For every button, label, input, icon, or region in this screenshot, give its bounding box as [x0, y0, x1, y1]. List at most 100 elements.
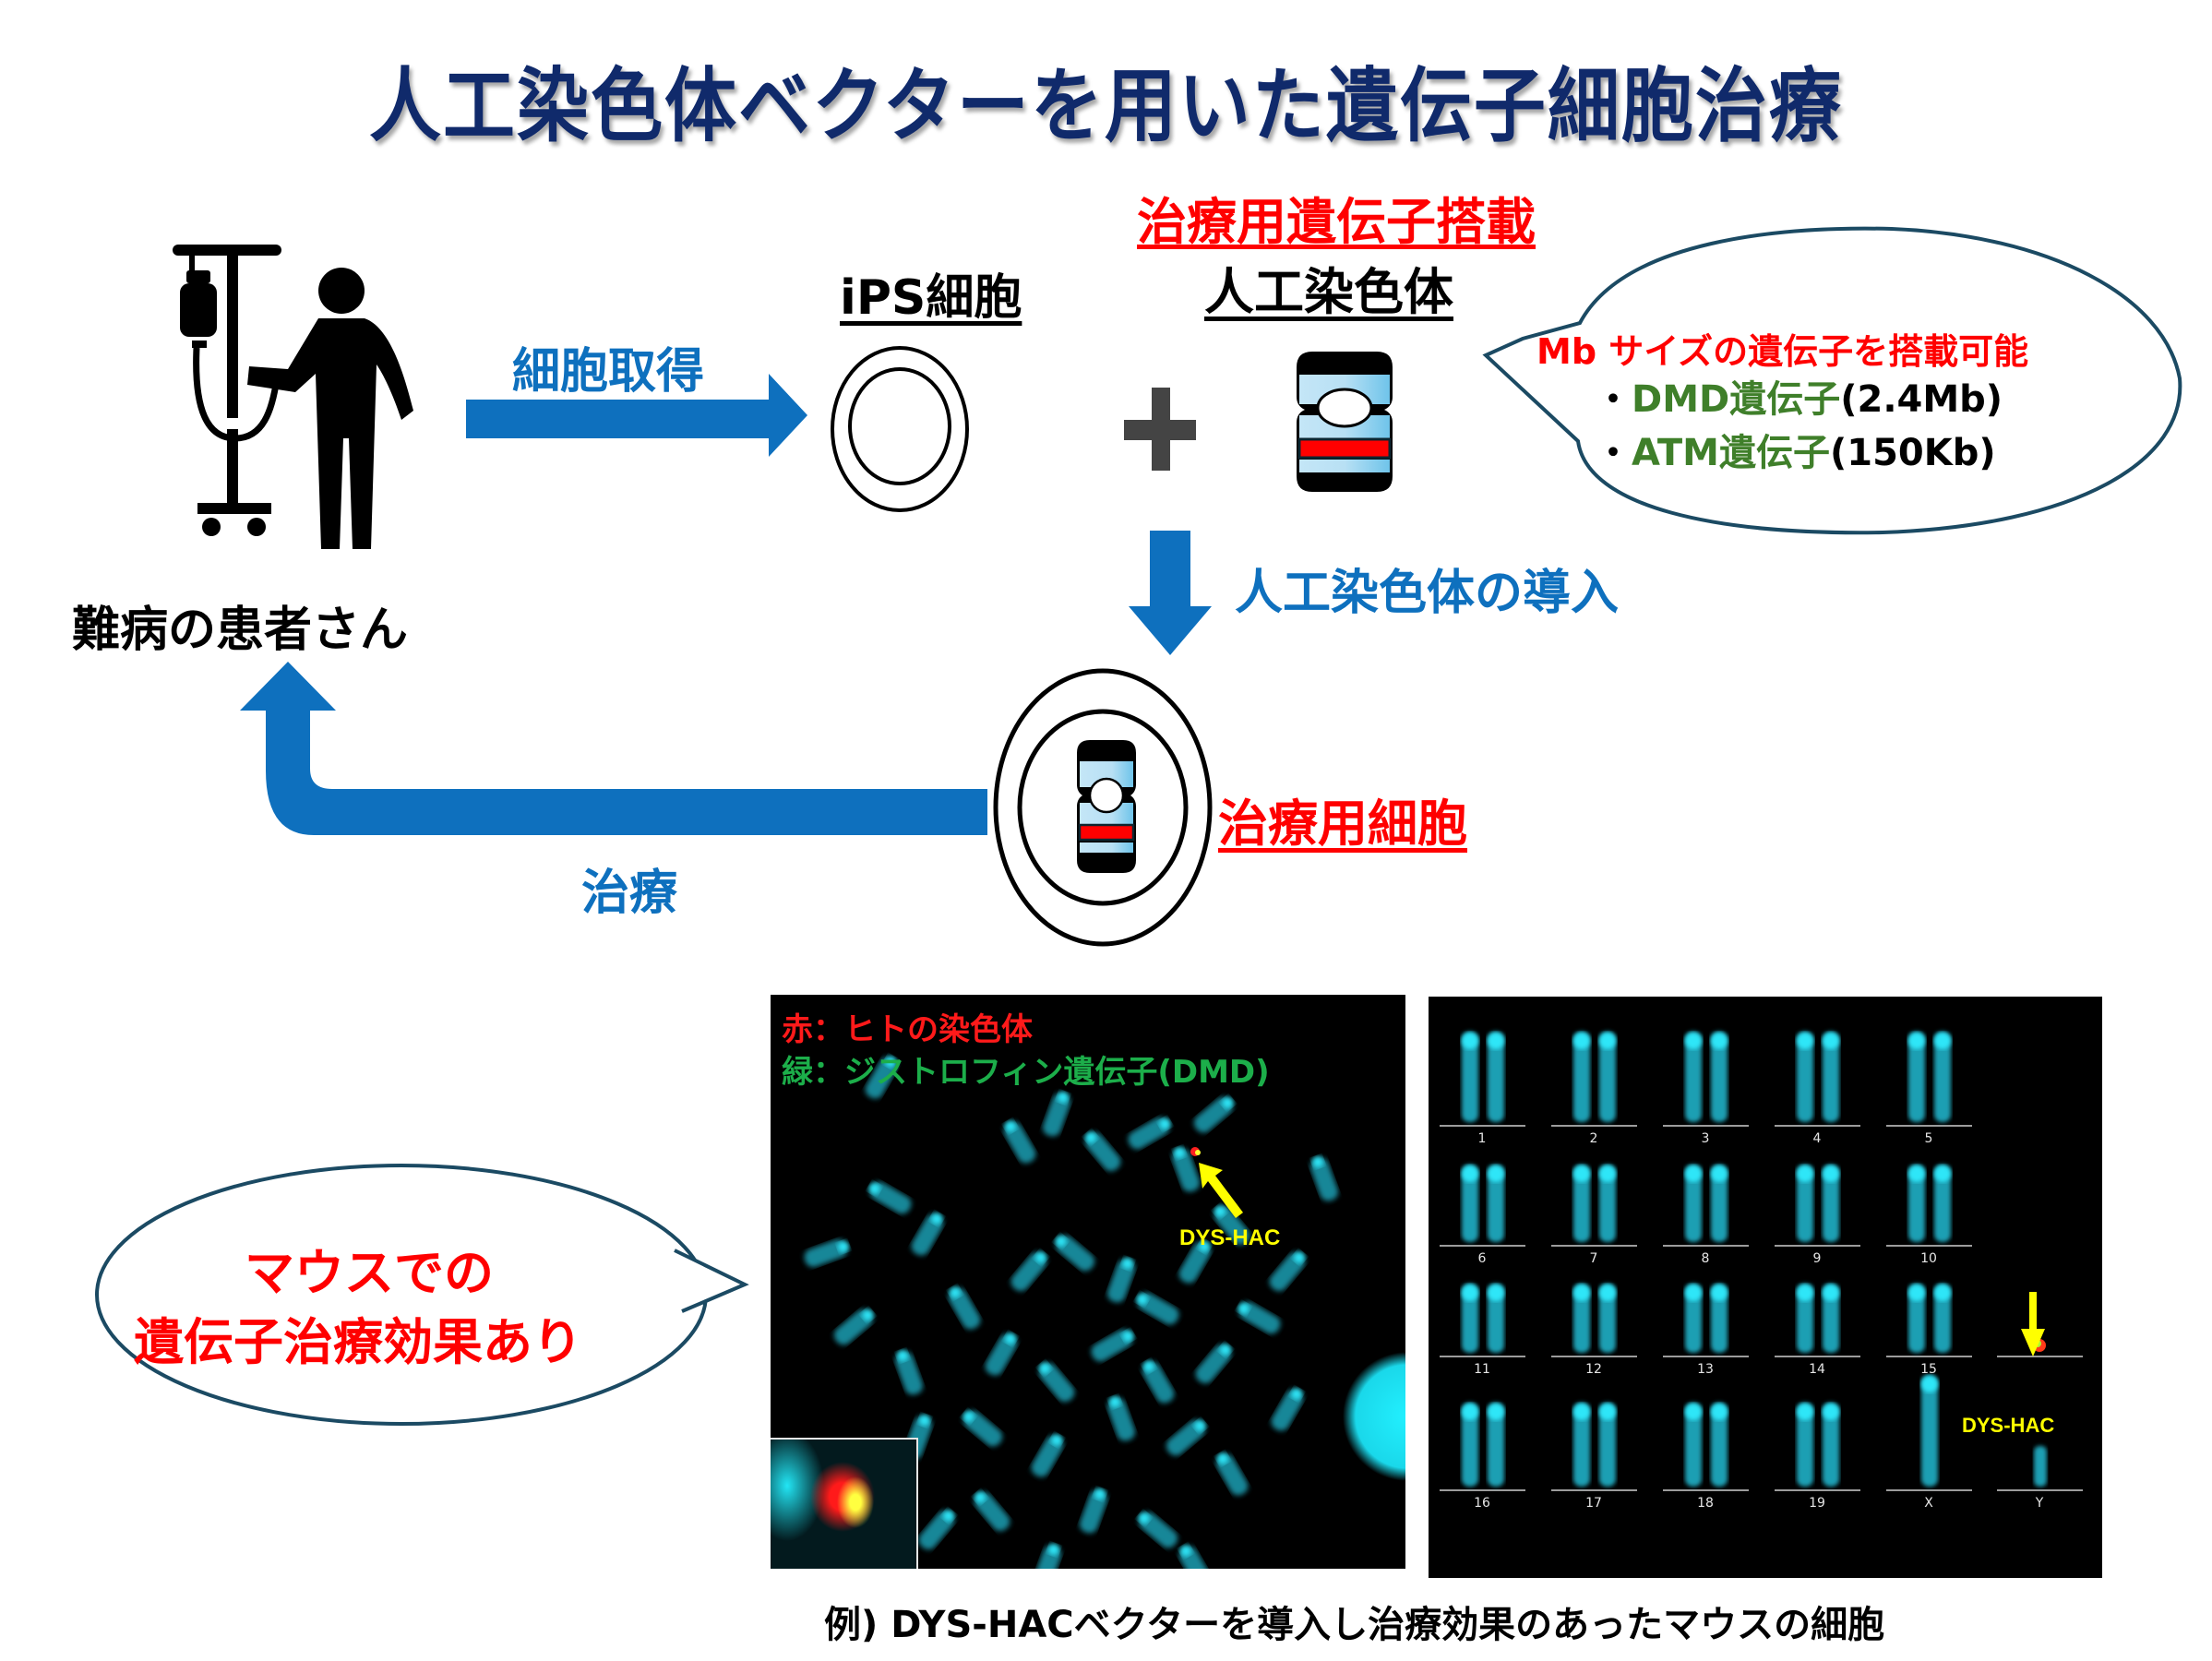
metaphase-chromosome	[985, 1332, 1018, 1376]
karyotype-number: 9	[1812, 1251, 1822, 1266]
acquire-label: 細胞取得	[512, 344, 705, 400]
karyotype-number: 5	[1924, 1131, 1933, 1146]
metaphase-chromosome	[1238, 1301, 1281, 1334]
plus-icon	[1124, 388, 1207, 475]
therapy-cell-icon	[987, 664, 1218, 950]
artificial-chromosome-icon	[1292, 349, 1398, 496]
ips-cell-label: iPS細胞	[840, 270, 1022, 326]
karyotype-number: 8	[1701, 1251, 1710, 1266]
metaphase-chromosome	[1138, 1512, 1178, 1548]
metaphase-chromosome	[974, 1491, 1010, 1532]
chromosome-pair	[1797, 1403, 1839, 1487]
chromosome-pair	[1797, 1284, 1839, 1353]
karyotype-number: 1	[1477, 1131, 1487, 1146]
metaphase-chromosome	[804, 1238, 849, 1268]
metaphase-chromosome	[1136, 1292, 1179, 1325]
dys-hac-signal	[1190, 1147, 1201, 1156]
karyotype-number: 19	[1809, 1496, 1825, 1511]
bullet: ・	[1595, 378, 1632, 421]
introduce-arrow-icon	[1124, 531, 1216, 660]
karyotype-number: 14	[1809, 1362, 1825, 1377]
metaphase-chromosome	[1271, 1388, 1304, 1431]
legend-red: 赤：ヒトの染色体	[782, 1011, 1033, 1048]
metaphase-chromosome	[1055, 1235, 1095, 1272]
metaphase-chromosome	[963, 1410, 1003, 1447]
chromosome-pair	[1921, 1375, 1938, 1487]
karyotype-number: X	[1924, 1496, 1933, 1511]
ips-cell-icon	[821, 337, 978, 521]
patient-iv-drip-icon	[138, 226, 452, 558]
metaphase-chromosome	[1128, 1117, 1171, 1150]
gene-size: (150Kb)	[1829, 432, 1996, 474]
karyotype-number: 15	[1920, 1362, 1937, 1377]
metaphase-chromosome	[1038, 1362, 1075, 1403]
mouse-effect-line1: マウスでの	[245, 1244, 494, 1302]
patient-label: 難病の患者さん	[72, 603, 409, 658]
chromosome-pair	[1685, 1032, 1728, 1122]
chromosome-pair	[1797, 1032, 1839, 1122]
chromosome-pair	[1685, 1165, 1728, 1242]
metaphase-chromosome	[1079, 1488, 1108, 1534]
acquire-arrow-icon	[466, 374, 817, 466]
metaphase-chromosome	[868, 1181, 912, 1214]
karyotype-number: 11	[1474, 1362, 1490, 1377]
karyotype-number: Y	[2035, 1496, 2044, 1511]
chromosome-pair	[1573, 1403, 1616, 1487]
dys-hac-label: DYS-HAC	[1179, 1225, 1281, 1250]
gene-name: ATM遺伝子	[1632, 432, 1830, 474]
metaphase-chromosome	[1142, 1360, 1175, 1404]
karyotype-number: 12	[1585, 1362, 1602, 1377]
capacity-speech-bubble	[1477, 221, 2206, 535]
chromosome-pair	[1797, 1165, 1839, 1242]
metaphase-chromosome	[1193, 1096, 1234, 1133]
karyotype-number: 7	[1589, 1251, 1598, 1266]
chromosome-pair	[1685, 1284, 1728, 1353]
karyotype-number: 2	[1589, 1131, 1598, 1146]
capacity-item-dmd: ・DMD遺伝子(2.4Mb)	[1595, 369, 2003, 423]
treatment-arrow-icon	[240, 660, 987, 844]
metaphase-chromosome	[1166, 1419, 1206, 1456]
chromosome-pair	[1462, 1165, 1504, 1242]
chromosome-pair	[1573, 1284, 1616, 1353]
chromosome-pair	[1573, 1032, 1616, 1122]
chromosome-pair	[1908, 1165, 1951, 1242]
metaphase-chromosome	[1106, 1396, 1136, 1441]
chromosome-pair	[1462, 1403, 1504, 1487]
karyotype-number: 18	[1697, 1496, 1714, 1511]
karyotype-number: 16	[1474, 1496, 1490, 1511]
therapy-cell-label: 治療用細胞	[1218, 795, 1467, 853]
chromosome-pair	[1685, 1403, 1728, 1487]
metaphase-chromosome	[1042, 1092, 1071, 1137]
metaphase-chromosome	[1010, 1251, 1047, 1292]
metaphase-chromosome	[918, 1510, 955, 1550]
metaphase-chromosome	[894, 1350, 924, 1395]
chromosome-pair	[1462, 1284, 1504, 1353]
mouse-effect-line2: 遺伝子治療効果あり	[134, 1313, 582, 1371]
metaphase-chromosome	[911, 1213, 944, 1256]
artificial-chromosome-label: 人工染色体	[1204, 263, 1453, 321]
karyotype-number: 4	[1812, 1131, 1822, 1146]
dys-hac-arrow-icon	[1195, 1159, 1250, 1224]
page-title: 人工染色体ベクターを用いた遺伝子細胞治療	[369, 60, 1843, 154]
chromosome-pair	[1908, 1032, 1951, 1122]
mouse-effect-speech-bubble	[88, 1158, 752, 1435]
karyotype-number: 3	[1701, 1131, 1710, 1146]
metaphase-chromosome	[1178, 1545, 1212, 1569]
treatment-label: 治療	[581, 866, 678, 921]
capacity-item-atm: ・ATM遺伝子(150Kb)	[1595, 423, 1996, 476]
karyotype-number: 10	[1920, 1251, 1937, 1266]
figure-caption: 例) DYS-HACベクターを導入し治療効果のあったマウスの細胞	[824, 1604, 1885, 1646]
gene-size: (2.4Mb)	[1840, 378, 2003, 421]
legend-green: 緑：ジストロフィン遺伝子(DMD)	[782, 1054, 1270, 1091]
metaphase-chromosome	[865, 1056, 898, 1099]
metaphase-chromosome	[833, 1308, 874, 1345]
metaphase-chromosome	[1178, 1240, 1212, 1284]
interphase-nucleus	[1343, 1352, 1405, 1481]
bullet: ・	[1595, 432, 1632, 474]
metaphase-chromosome	[1215, 1452, 1249, 1496]
metaphase-chromosome	[1269, 1251, 1306, 1292]
metaphase-chromosome	[1171, 1147, 1201, 1192]
therapeutic-gene-label: 治療用遺伝子搭載	[1137, 193, 1536, 251]
therapy-cell-chromosome-icon	[1075, 738, 1140, 877]
gene-name: DMD遺伝子	[1632, 378, 1841, 421]
